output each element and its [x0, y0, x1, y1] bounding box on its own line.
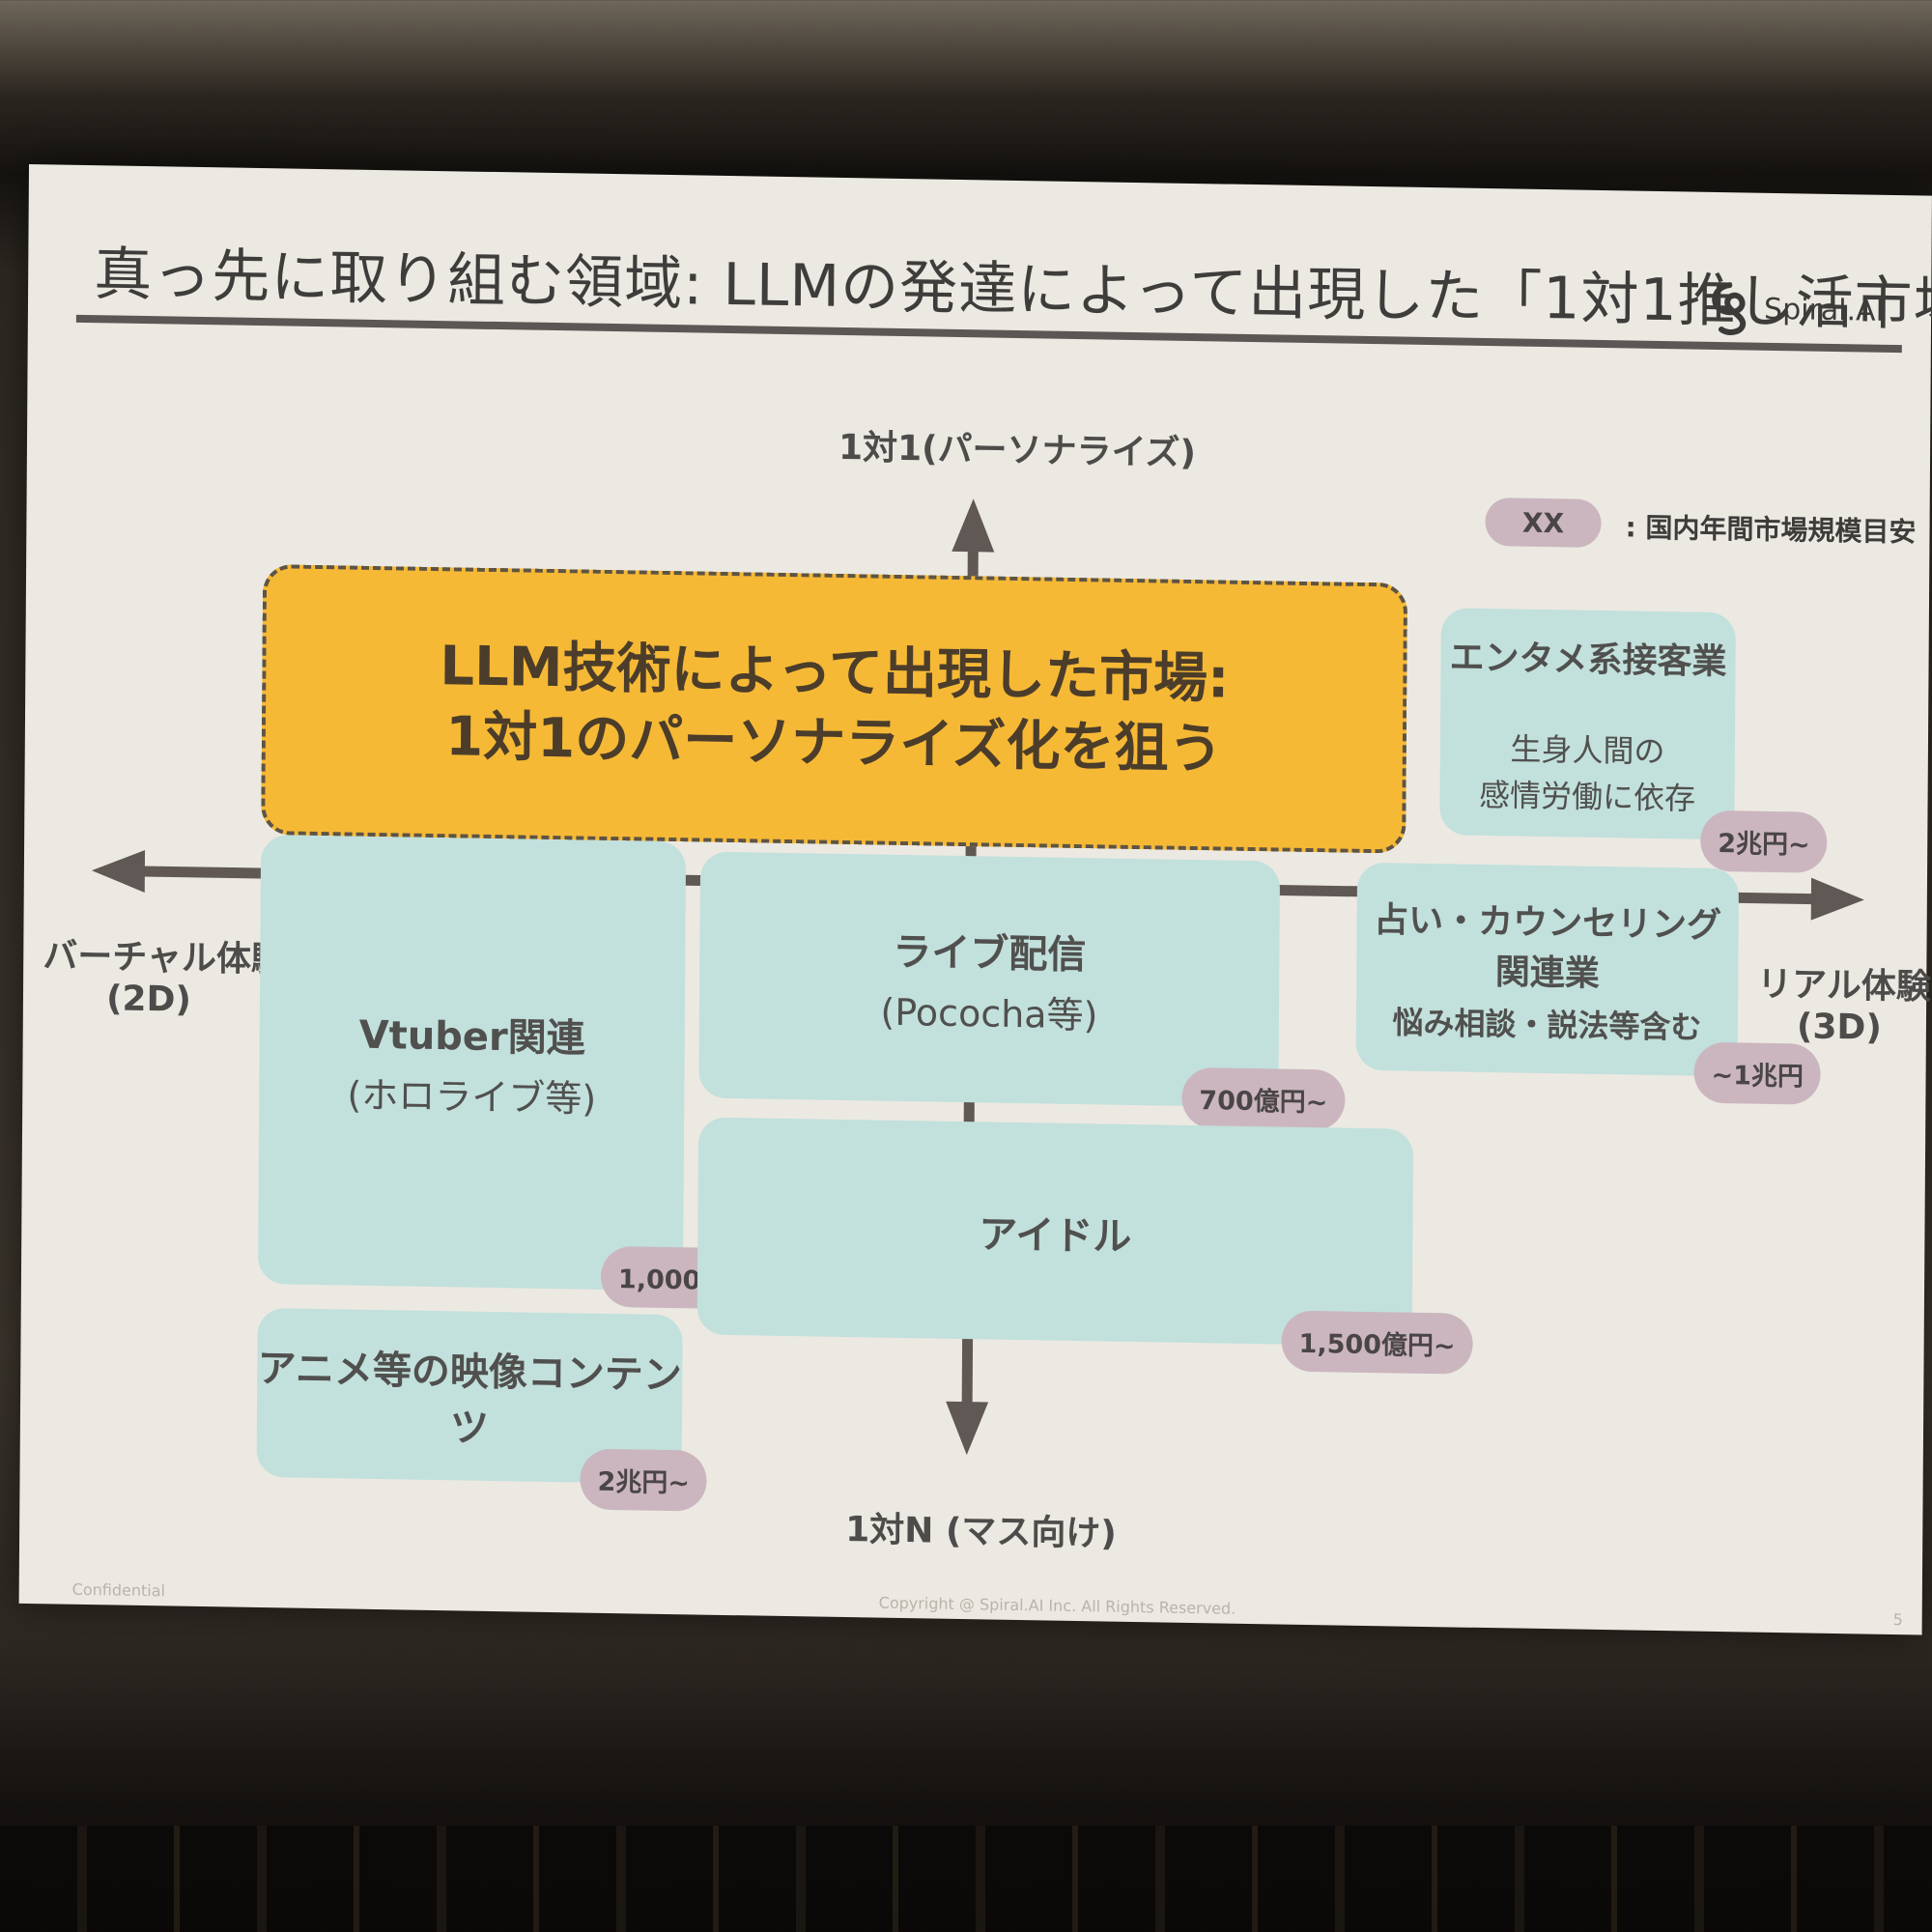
arrow-left-icon	[91, 850, 146, 894]
market-vtuber-name: Vtuber関連	[358, 1012, 585, 1062]
axis-label-left-line1: バーチャル体験	[43, 936, 287, 980]
market-anime-name: アニメ等の映像コンテンツ	[257, 1346, 683, 1451]
size-pill-idol: 1,500億円~	[1281, 1310, 1473, 1375]
market-fortune-name: 占い・カウンセリング関連業	[1374, 899, 1722, 994]
market-live-sub: (Pococha等)	[880, 990, 1098, 1037]
market-fortune-sub: 悩み相談・説法等含む	[1392, 1003, 1702, 1046]
page-number: 5	[1892, 1610, 1903, 1630]
highlight-line1: LLM技術によって出現した市場:	[440, 635, 1230, 711]
highlight-line2: 1対1のパーソナライズ化を狙う	[445, 705, 1223, 781]
market-entertainment: エンタメ系接客業 生身人間の 感情労働に依存	[1439, 608, 1736, 840]
size-pill-live: 700億円~	[1181, 1066, 1346, 1131]
market-vtuber-sub: (ホロライブ等)	[347, 1073, 597, 1121]
market-idol-name: アイドル	[979, 1211, 1132, 1260]
spiral-logo-icon	[1712, 282, 1747, 335]
arrow-right-icon	[1810, 877, 1864, 921]
size-pill-anime: 2兆円~	[580, 1448, 708, 1512]
arrow-up-icon	[952, 498, 995, 553]
background-city-lights	[0, 1826, 1932, 1932]
company-logo: Spiral.AI	[1704, 279, 1885, 340]
size-pill-entertainment: 2兆円~	[1700, 810, 1828, 873]
axis-label-left: バーチャル体験 (2D)	[43, 927, 287, 1021]
projection-screen: 真っ先に取り組む領域: LLMの発達によって出現した「1対1推し活市場」 Spi…	[18, 164, 1932, 1635]
axis-label-right-line1: リアル体験	[1757, 964, 1932, 1008]
axis-label-top: 1対1(パーソナライズ)	[838, 427, 1197, 474]
market-vtuber: Vtuber関連 (ホロライブ等)	[257, 834, 687, 1292]
market-fortune: 占い・カウンセリング関連業 悩み相談・説法等含む	[1355, 862, 1740, 1077]
market-entertainment-name: エンタメ系接客業	[1449, 637, 1727, 682]
axis-label-bottom: 1対N (マス向け)	[845, 1510, 1117, 1554]
highlight-llm-market: LLM技術によって出現した市場: 1対1のパーソナライズ化を狙う	[261, 564, 1408, 854]
market-entertainment-sub1: 生身人間の	[1510, 729, 1665, 770]
arrow-down-icon	[946, 1401, 989, 1456]
axis-label-left-line2: (2D)	[105, 979, 192, 1020]
market-entertainment-sub2: 感情労働に依存	[1478, 776, 1696, 817]
axis-label-right-line2: (3D)	[1796, 1007, 1882, 1048]
market-live-name: ライブ配信	[893, 929, 1087, 979]
market-live: ライブ配信 (Pococha等)	[698, 851, 1281, 1108]
footer-confidential: Confidential	[71, 1579, 166, 1601]
size-pill-fortune: ~1兆円	[1693, 1041, 1822, 1105]
axis-label-right: リアル体験 (3D)	[1757, 956, 1932, 1049]
